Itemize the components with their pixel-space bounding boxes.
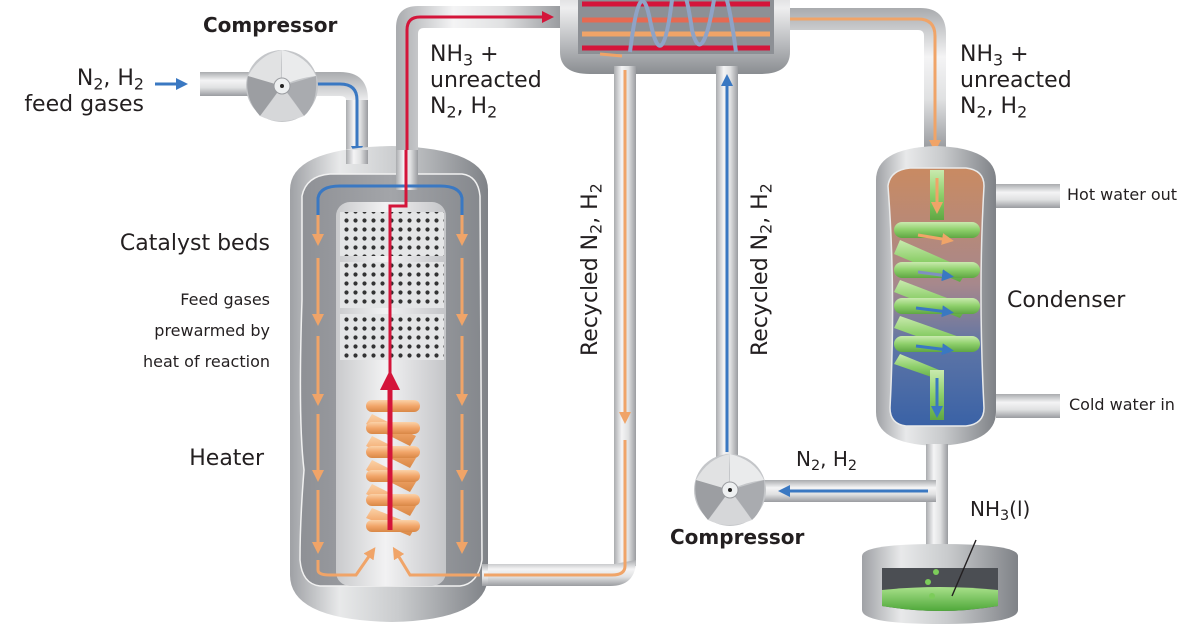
plus: + — [1003, 42, 1029, 67]
catalyst-beds-label: Catalyst beds — [119, 231, 270, 256]
compressor-bottom-label: Compressor — [670, 525, 805, 549]
compressor-top-label: Compressor — [203, 13, 338, 37]
product-pipe — [396, 6, 560, 150]
cold-water-in-label: Cold water in — [1069, 395, 1175, 414]
condenser[interactable] — [876, 146, 1060, 446]
nh-sub: 3 — [993, 50, 1004, 70]
ammonia-leader-line — [951, 539, 977, 597]
nh-sub: 3 — [463, 50, 474, 70]
recycled-label-1: Recycled N2, H2 — [578, 183, 606, 356]
h: , H — [820, 447, 848, 471]
condenser-label: Condenser — [1007, 288, 1126, 313]
feed-pipe — [200, 72, 368, 162]
recycled-n: Recycled N — [578, 233, 603, 356]
catalyst-bed-2 — [340, 262, 444, 308]
feed-gases-label: N2, H2 feed gases — [20, 66, 144, 118]
catalyst-bed-3 — [340, 314, 444, 360]
prewarm-line-3: heat of reaction — [143, 352, 270, 371]
exchanger-to-condenser-pipe — [790, 8, 946, 152]
h-sub: 2 — [1017, 102, 1028, 122]
nh: NH — [960, 42, 993, 67]
feed-gases-line2: feed gases — [24, 91, 144, 117]
prewarm-label: Feed gases prewarmed by heat of reaction — [60, 284, 270, 377]
n-sub: 2 — [810, 458, 821, 475]
cold-water-inlet — [996, 394, 1060, 418]
n: N — [430, 93, 447, 119]
compressor-fan-icon — [246, 50, 318, 122]
recycled-n-sub: 2 — [586, 223, 606, 234]
h-sub: 2 — [487, 102, 498, 122]
h: , H — [986, 93, 1018, 119]
n: N — [796, 447, 811, 471]
recycled-label-2: Recycled N2, H2 — [748, 183, 776, 356]
recycled-h: , H — [748, 193, 773, 224]
recycle-pipe-down — [482, 66, 636, 586]
recycled-h: , H — [578, 193, 603, 224]
compressor-bottom[interactable] — [694, 454, 766, 526]
plus: + — [473, 42, 499, 67]
prewarm-line-1: Feed gases — [180, 290, 270, 309]
compressor-fan-icon — [694, 454, 766, 526]
feed-n: N — [76, 66, 94, 91]
recycled-h-sub: 2 — [586, 183, 606, 194]
feed-n-sub: 2 — [93, 74, 104, 94]
recycled-n: Recycled N — [748, 233, 773, 356]
h-sub: 2 — [847, 458, 858, 475]
liquid-state: (l) — [1009, 497, 1031, 521]
heater-label: Heater — [189, 446, 264, 471]
liquid-ammonia — [882, 587, 998, 611]
recycled-n-sub: 2 — [756, 223, 776, 234]
compressor-top[interactable] — [246, 50, 318, 122]
condenser-outlet-pipe — [756, 444, 948, 556]
nh: NH — [970, 497, 1000, 521]
catalyst-beds — [340, 212, 444, 360]
unreacted: unreacted — [960, 67, 1072, 93]
product-left-label: NH3 + unreacted N2, H2 — [430, 42, 542, 120]
n-sub: 2 — [976, 102, 987, 122]
recycle-pipe-up — [716, 66, 738, 462]
product-right-label: NH3 + unreacted N2, H2 — [960, 42, 1072, 120]
unreacted: unreacted — [430, 67, 542, 93]
recycled-h-sub: 2 — [756, 183, 776, 194]
feed-h: , H — [103, 66, 134, 91]
hot-water-outlet — [996, 184, 1060, 208]
n: N — [960, 93, 977, 119]
nh-sub: 3 — [1000, 508, 1010, 525]
prewarm-line-2: prewarmed by — [154, 321, 270, 340]
hot-water-out-label: Hot water out — [1067, 185, 1178, 204]
nh: NH — [430, 42, 463, 67]
heat-exchanger[interactable] — [560, 0, 790, 74]
feed-h-sub: 2 — [133, 74, 144, 94]
recycle-gases-label: N2, H2 — [796, 447, 858, 475]
n-sub: 2 — [446, 102, 457, 122]
liquid-ammonia-label: NH3(l) — [970, 497, 1031, 525]
catalyst-bed-1 — [340, 212, 444, 256]
h: , H — [456, 93, 488, 119]
reactor-vessel[interactable] — [290, 146, 488, 622]
ammonia-tank[interactable] — [862, 539, 1018, 624]
